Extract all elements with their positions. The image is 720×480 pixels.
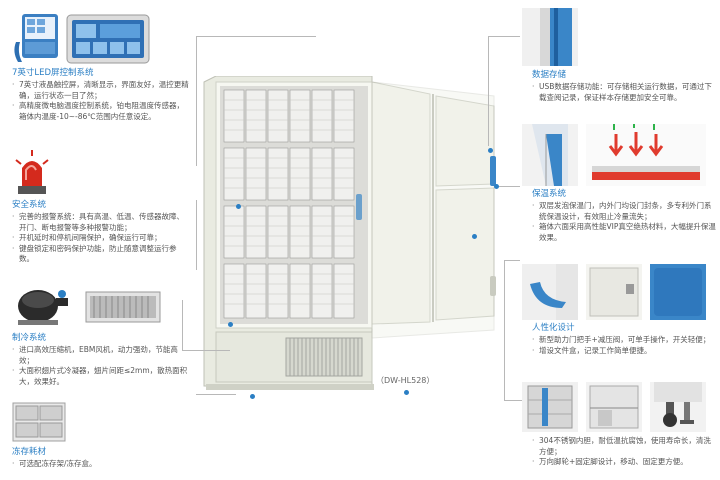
human-title: 人性化设计 [532, 323, 575, 333]
connector-line [496, 186, 520, 187]
connector-dot [494, 184, 499, 189]
touchscreen-thumb [66, 14, 150, 64]
connector-dot [472, 234, 477, 239]
blue-panel-thumb [650, 264, 706, 320]
file-box-thumb [586, 264, 642, 320]
connector-line [182, 350, 230, 351]
connector-dot [250, 394, 255, 399]
human-bullets: 新型助力门把手+减压阀，可单手操作，开关轻便； 增设文件盒，记录工作简单便捷。 [532, 335, 716, 356]
freezer-illustration [196, 76, 506, 394]
connector-line [196, 200, 197, 270]
safety-bullet: 键盘锁定和密码保护功能，防止随意调整运行参数。 [12, 244, 190, 265]
connector-line [504, 260, 520, 261]
caster-thumb [650, 382, 706, 432]
human-bullet: 新型助力门把手+减压阀，可单手操作，开关轻便； [532, 335, 716, 346]
connector-line [196, 36, 316, 37]
insul-bullet: 双层发泡保温门，内外门均设门封条，多专利外门系统保温设计，有效阻止冷量流失； [532, 201, 716, 222]
connector-dot [228, 322, 233, 327]
refrig-bullet: 进口高效压缩机，EBM风机，动力强劲，节能高效； [12, 345, 190, 366]
model-label: （DW-HL528） [376, 376, 435, 385]
connector-line [196, 394, 236, 395]
data-bullets: USB数据存储功能：可存储相关运行数据，可通过下载查阅记录，保证样本存储更加安全… [532, 82, 716, 103]
alarm-light-thumb [12, 150, 52, 196]
door-seal-thumb [522, 124, 578, 186]
data-title: 数据存储 [532, 70, 567, 80]
door-handle-thumb [522, 264, 578, 320]
connector-line [488, 36, 520, 37]
connector-dot [488, 148, 493, 153]
refrig-bullets: 进口高效压缩机，EBM风机，动力强劲，节能高效； 大面积翅片式冷凝器，翅片间距≤… [12, 345, 190, 387]
door-edge-thumb [522, 8, 578, 66]
connector-dot [404, 390, 409, 395]
storage-rack-thumb [12, 402, 66, 442]
inner-racks [220, 86, 368, 324]
insulation-thumb [586, 124, 706, 186]
connector-line [504, 260, 505, 400]
safety-title: 安全系统 [12, 200, 47, 210]
data-bullet: USB数据存储功能：可存储相关运行数据，可通过下载查阅记录，保证样本存储更加安全… [532, 82, 716, 103]
display-bullet: 7英寸液晶触控屏，清晰显示，界面友好，温控更精确，运行状态一目了然； [12, 80, 190, 101]
bottom-bullet: 万向脚轮+固定脚设计，移动、固定更方便。 [532, 457, 716, 468]
control-panel-thumb [10, 12, 60, 64]
connector-line [182, 300, 183, 350]
condenser-thumb [84, 288, 162, 326]
vent-grille [285, 337, 363, 377]
safety-bullet: 开机延时和停机间隔保护，确保运行可靠； [12, 233, 190, 244]
connector-line [196, 36, 197, 166]
connector-line [488, 36, 489, 146]
bottom-bullet: 304不锈钢内胆，耐低温抗腐蚀，使用寿命长，清洗方便； [532, 436, 716, 457]
display-bullet: 高精度微电脑温度控制系统，铂电阻温度传感器，箱体内温度-10~-86℃范围内任意… [12, 101, 190, 122]
insul-title: 保温系统 [532, 189, 567, 199]
insul-bullets: 双层发泡保温门，内外门均设门封条，多专利外门系统保温设计，有效阻止冷量流失； 箱… [532, 201, 716, 243]
insul-bullet: 箱体六面采用高性能VIP真空绝热材料，大幅提升保温效果。 [532, 222, 716, 243]
display-bullets: 7英寸液晶触控屏，清晰显示，界面友好，温控更精确，运行状态一目了然； 高精度微电… [12, 80, 190, 122]
shelf-thumb [586, 382, 642, 432]
safety-bullet: 完善的报警系统：具有高温、低温、传感器故障、开门、断电报警等多种报警功能； [12, 212, 190, 233]
safety-bullets: 完善的报警系统：具有高温、低温、传感器故障、开门、断电报警等多种报警功能； 开机… [12, 212, 190, 265]
bottom-bullets: 304不锈钢内胆，耐低温抗腐蚀，使用寿命长，清洗方便； 万向脚轮+固定脚设计，移… [532, 436, 716, 468]
human-bullet: 增设文件盒，记录工作简单便捷。 [532, 346, 716, 357]
compressor-thumb [12, 282, 72, 328]
storage-title: 冻存耗材 [12, 447, 47, 457]
connector-dot [236, 204, 241, 209]
display-title: 7英寸LED屏控制系统 [12, 68, 94, 78]
inner-liner-thumb [522, 382, 578, 432]
storage-bullets: 可选配冻存架/冻存盒。 [12, 459, 190, 470]
storage-bullet: 可选配冻存架/冻存盒。 [12, 459, 190, 470]
refrig-bullet: 大面积翅片式冷凝器，翅片间距≤2mm，散热面积大，效果好。 [12, 366, 190, 387]
refrig-title: 制冷系统 [12, 333, 47, 343]
connector-line [504, 400, 522, 401]
